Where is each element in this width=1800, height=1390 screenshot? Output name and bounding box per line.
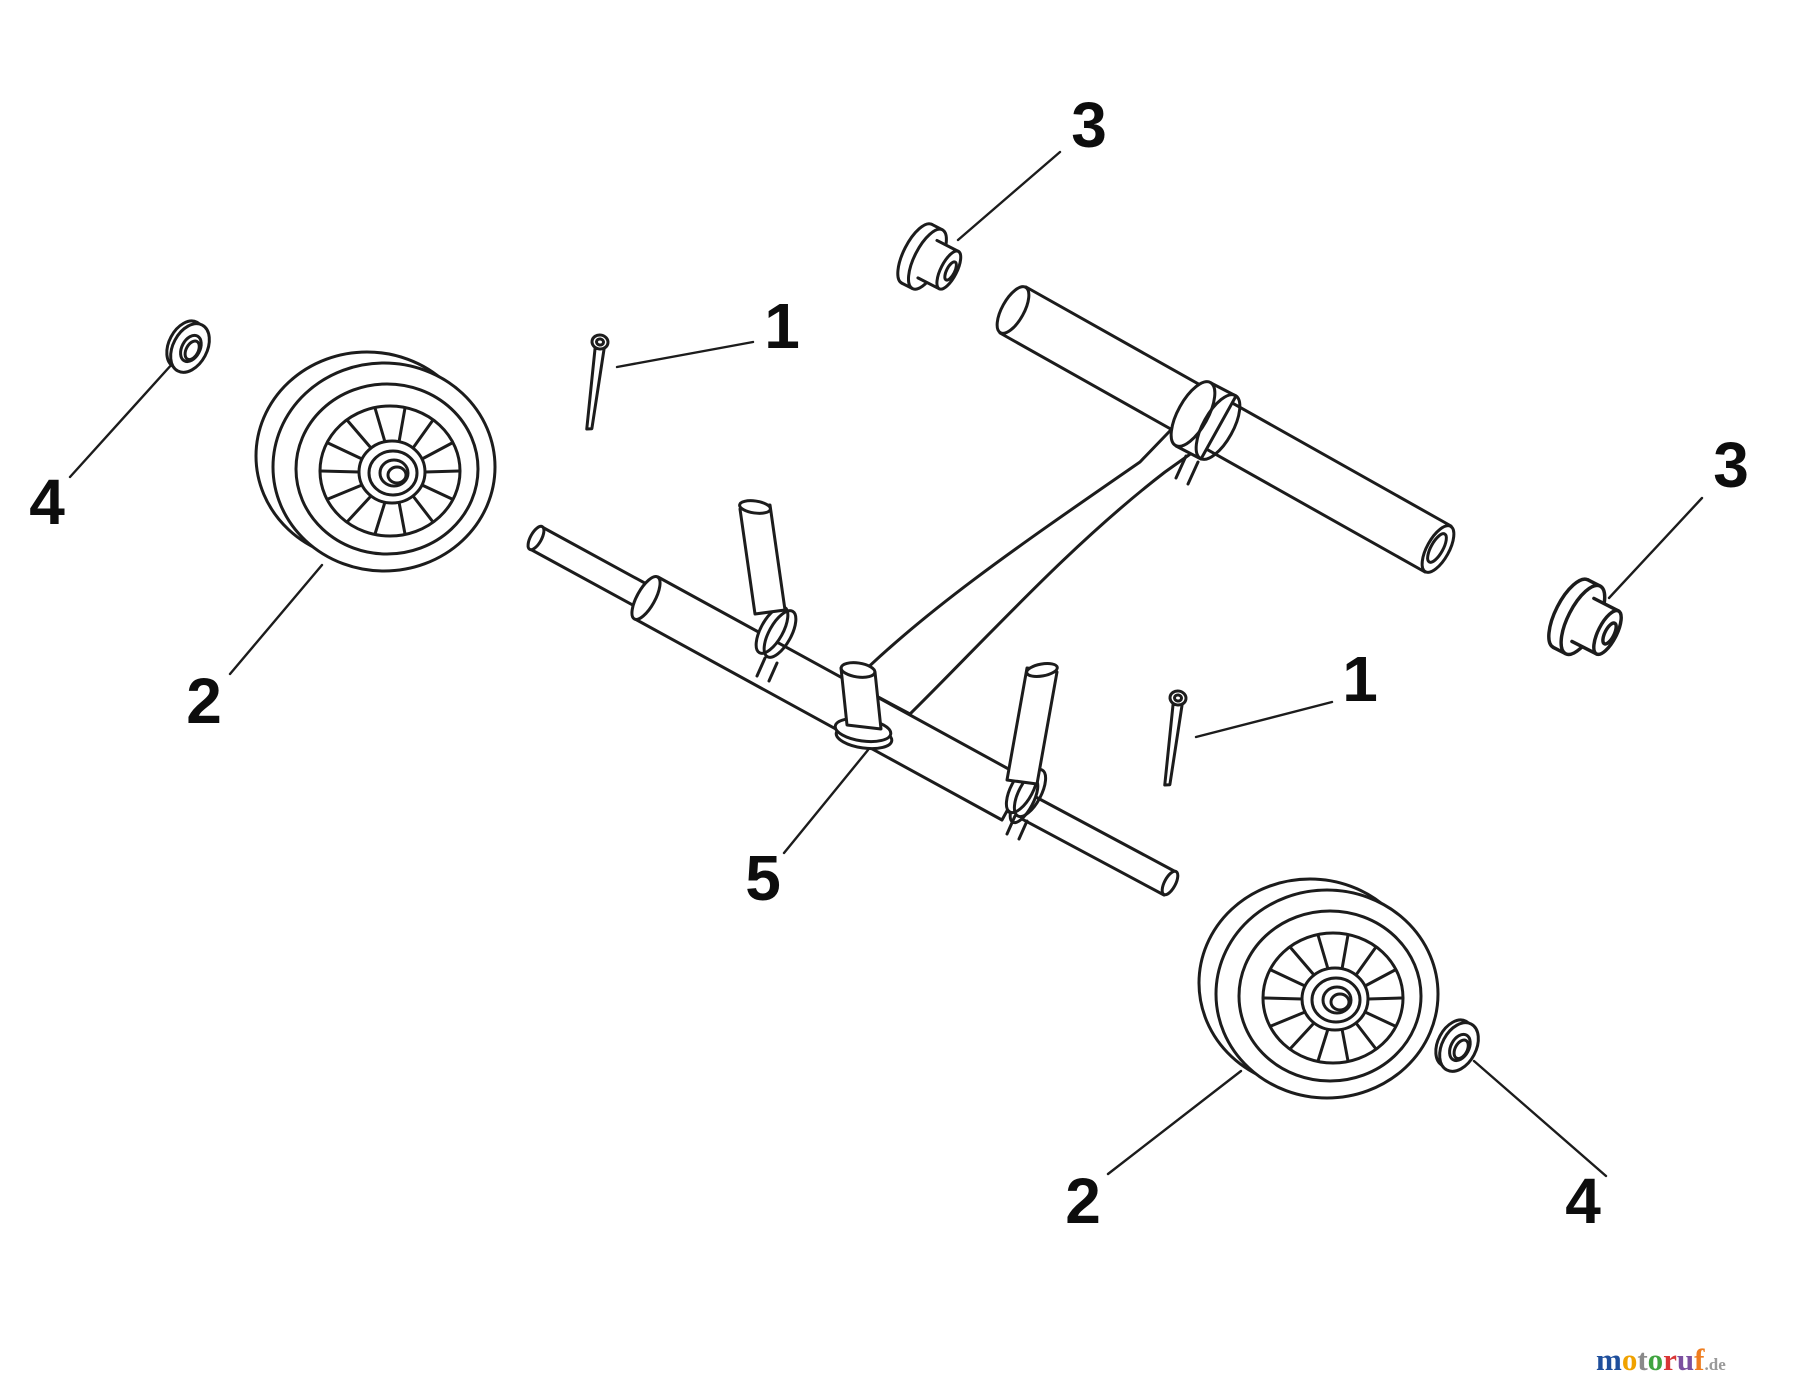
callout-4-lower-right: 4 — [1565, 1165, 1601, 1237]
wm-letter: t — [1637, 1342, 1648, 1377]
leader-2-lower-right — [1106, 1069, 1243, 1176]
callout-2-upper-left: 2 — [186, 665, 222, 737]
bushing-top — [888, 216, 973, 305]
leader-5 — [782, 748, 870, 855]
washer-lower-right — [1425, 1012, 1488, 1080]
leader-1-right — [1194, 700, 1334, 739]
wm-suffix: .de — [1705, 1355, 1727, 1374]
leader-3-right — [1607, 496, 1704, 600]
wm-letter: f — [1694, 1342, 1705, 1377]
leader-1-left — [615, 340, 755, 369]
callout-5-frame: 5 — [745, 842, 781, 914]
upper-axle-tube — [995, 285, 1456, 574]
front-mounting-post — [738, 499, 787, 616]
rear-mounting-post — [1005, 662, 1059, 786]
wheel-upper-left — [254, 350, 497, 573]
tube-clamp-ring — [1169, 380, 1242, 486]
watermark-text: motoruf.de — [1596, 1342, 1726, 1377]
front-axle-stub — [528, 525, 654, 611]
callout-4-upper-left: 4 — [29, 466, 65, 538]
cotter-pin-right — [1156, 688, 1189, 788]
leader-lines — [68, 150, 1704, 1178]
cotter-pin-left — [578, 332, 611, 432]
leader-4-upper-left — [68, 361, 175, 479]
callout-1-right: 1 — [1342, 643, 1378, 715]
callout-2-lower-right: 2 — [1065, 1165, 1101, 1237]
center-boss — [833, 661, 894, 751]
front-step-collar — [630, 575, 662, 621]
callout-3-right: 3 — [1713, 429, 1749, 501]
leader-2-upper-left — [228, 563, 324, 676]
frame-axle-assembly — [526, 380, 1242, 897]
wm-letter: u — [1677, 1342, 1694, 1377]
wm-letter: r — [1663, 1342, 1677, 1377]
callout-3-top: 3 — [1071, 89, 1107, 161]
wm-letter: o — [1622, 1342, 1638, 1377]
watermark-logo[interactable]: motoruf.de — [1594, 1338, 1794, 1382]
wm-letter: o — [1648, 1342, 1664, 1377]
wm-letter: m — [1596, 1342, 1622, 1377]
callout-1-left: 1 — [764, 290, 800, 362]
leader-3-top — [956, 150, 1062, 242]
leader-4-lower-right — [1472, 1059, 1608, 1178]
wheel-lower-right — [1197, 877, 1440, 1100]
